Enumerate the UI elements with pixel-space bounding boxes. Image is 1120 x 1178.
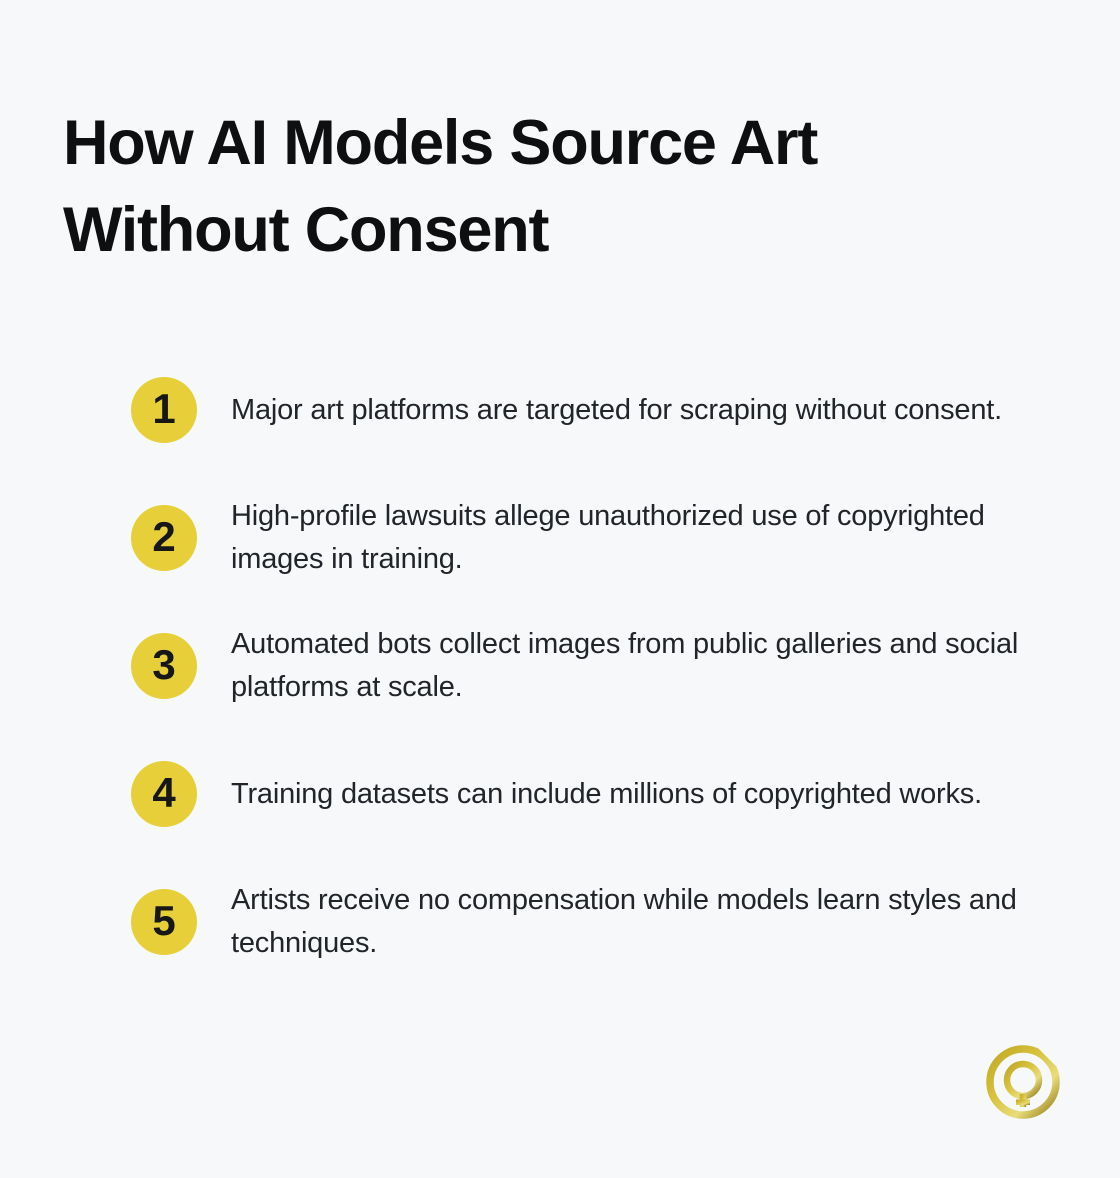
list-item: 4 Training datasets can include millions… — [131, 751, 1031, 837]
number-badge-label: 4 — [152, 769, 176, 816]
list-item-text: Artists receive no compensation while mo… — [231, 884, 1017, 959]
number-badge-label: 5 — [152, 897, 176, 944]
number-badge-label: 1 — [152, 385, 176, 432]
numbered-list: 1 Major art platforms are targeted for s… — [131, 367, 1031, 1007]
page-title: How AI Models Source Art Without Consent — [63, 100, 818, 274]
list-item: 5 Artists receive no compensation while … — [131, 879, 1031, 965]
page-title-line-1: How AI Models Source Art — [63, 108, 818, 178]
page-title-line-2: Without Consent — [63, 195, 550, 265]
list-item: 2 High-profile lawsuits allege unauthori… — [131, 495, 1031, 581]
number-badge: 5 — [131, 889, 197, 955]
cq-monogram-icon — [986, 1044, 1063, 1119]
list-item-text: High-profile lawsuits allege unauthorize… — [231, 500, 985, 575]
number-badge-label: 2 — [152, 513, 176, 560]
list-item: 1 Major art platforms are targeted for s… — [131, 367, 1031, 453]
number-badge: 1 — [131, 377, 197, 443]
number-badge-label: 3 — [152, 641, 176, 688]
list-item-text: Automated bots collect images from publi… — [231, 628, 1019, 703]
number-badge: 4 — [131, 761, 197, 827]
brand-logo — [983, 1044, 1063, 1124]
list-item-text: Training datasets can include millions o… — [231, 777, 982, 810]
list-item: 3 Automated bots collect images from pub… — [131, 623, 1031, 709]
list-item-text: Major art platforms are targeted for scr… — [231, 393, 1002, 426]
number-badge: 3 — [131, 633, 197, 699]
number-badge: 2 — [131, 505, 197, 571]
